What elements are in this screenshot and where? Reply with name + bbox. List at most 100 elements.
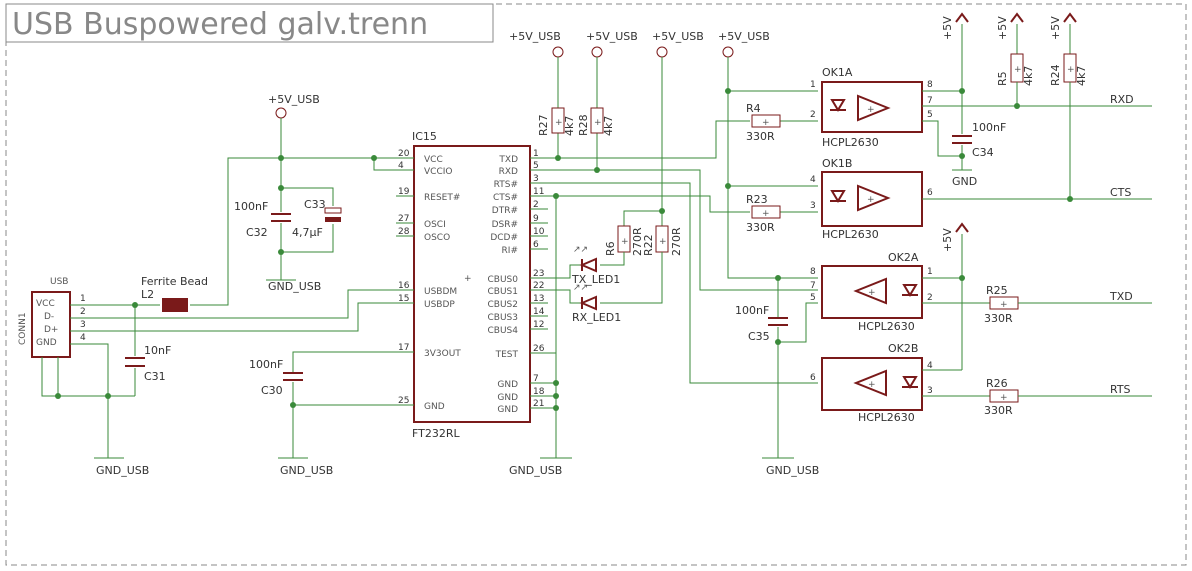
ic-pin-name: CBUS3 [488, 313, 519, 323]
sheet-title: USB Buspowered galv.trenn [12, 7, 428, 42]
ic-pin-name: CTS# [493, 193, 518, 203]
c31-ref: C31 [144, 370, 166, 383]
r28-value: 4k7 [602, 116, 615, 136]
ic-pin-name: OSCO [424, 233, 450, 243]
ic-pin-number: 11 [533, 187, 544, 197]
vusb-label-4: +5V_USB [652, 30, 704, 43]
ok2a-pin-7: 7 [810, 281, 816, 291]
gnd-label: GND [952, 175, 977, 188]
usb-pin-num-2: 2 [80, 307, 86, 317]
r27-value: 4k7 [563, 116, 576, 136]
usb-pin-dm: D- [44, 312, 54, 322]
c32-value: 100nF [234, 200, 268, 213]
led-circuit: +5V_USB + + R6 270R R22 270R ↗↗ ↗↗ TX_LE… [548, 30, 704, 324]
r23-value: 330R [746, 221, 775, 234]
ic-pin-number: 18 [533, 387, 545, 397]
ic-pin-number: 2 [533, 200, 539, 210]
signal-txd: TXD [1109, 290, 1133, 303]
ic-pin-name: DCD# [490, 233, 518, 243]
ic-pin-name: CBUS0 [488, 275, 519, 285]
ic-pin-name: GND [497, 405, 518, 415]
ok2a-part: HCPL2630 [858, 320, 915, 333]
v5-label-3: +5V [1049, 16, 1062, 40]
rx-led-arrows: ↗↗ [573, 283, 588, 293]
gnd-usb-label-2: GND_USB [268, 280, 321, 293]
vusb-label-5: +5V_USB [718, 30, 770, 43]
ic-pin-name: RXD [499, 167, 518, 177]
ic-pin-number: 4 [398, 161, 404, 171]
gnd-usb-label-1: GND_USB [96, 464, 149, 477]
r27-symbol: + [555, 118, 563, 128]
c31-value: 10nF [144, 344, 171, 357]
ok2b-pin-6: 6 [810, 373, 816, 383]
ic-pin-name: CBUS4 [488, 326, 519, 336]
ic-pin-number: 7 [533, 374, 539, 384]
ic-pin-name: OSCI [424, 220, 446, 230]
ok1b-pin-3: 3 [810, 201, 816, 211]
r26-symbol: + [1000, 393, 1008, 403]
ok1a-pin-1: 1 [810, 80, 816, 90]
ic-pin-number: 25 [398, 396, 409, 406]
ic-pin-name: CBUS1 [488, 287, 519, 297]
ic-pin-name: RESET# [424, 193, 460, 203]
ok2-output-side: +5V + R25 330R + R26 330R TXD RTS [941, 222, 1152, 417]
r23-symbol: + [762, 209, 770, 219]
ok2a-ref: OK2A [888, 251, 919, 264]
usb-pin-num-4: 4 [80, 333, 86, 343]
ok1a-plus: + [867, 105, 875, 115]
r25-ref: R25 [986, 284, 1008, 297]
ic-pin-name: RTS# [494, 180, 518, 190]
capacitor-c31: 10nF C31 [125, 344, 171, 383]
r6-symbol: + [621, 237, 629, 247]
vusb-label-2: +5V_USB [509, 30, 561, 43]
v5-label-4: +5V [941, 228, 954, 252]
r24-ref: R24 [1049, 64, 1062, 86]
ic-pin-number: 14 [533, 307, 545, 317]
usb-pin-num-3: 3 [80, 320, 86, 330]
r28-ref: R28 [577, 114, 590, 136]
signal-rxd: RXD [1110, 93, 1134, 106]
ic-pin-name: TEST [495, 350, 519, 360]
v5-label-2: +5V [996, 16, 1009, 40]
optocoupler-ok1b: OK1B HCPL2630 + 4 3 6 [810, 157, 1152, 241]
c35-ref: C35 [748, 330, 770, 343]
tx-led-arrows: ↗↗ [573, 245, 588, 255]
c34-ref: C34 [972, 146, 994, 159]
sheet-frame [5, 3, 1187, 566]
ok1a-ref: OK1A [822, 66, 853, 79]
ic-pin-name: USBDM [424, 287, 457, 297]
ic-pin-number: 1 [533, 149, 539, 159]
r26-ref: R26 [986, 377, 1008, 390]
usb-wires [41, 157, 396, 459]
ic-pin-name: RI# [502, 246, 518, 256]
r25-value: 330R [984, 312, 1013, 325]
r6-ref: R6 [604, 241, 617, 256]
c35-value: 100nF [735, 304, 769, 317]
c32-ref: C32 [246, 226, 268, 239]
ic-center-mark: + [464, 274, 472, 284]
ic-pin-number: 5 [533, 161, 539, 171]
ic-right-wiring [540, 120, 818, 459]
ok2a-pin-8: 8 [810, 267, 816, 277]
gnd-usb-label-4: GND_USB [509, 464, 562, 477]
ic-pin-name: 3V3OUT [424, 349, 461, 359]
ic-ref: IC15 [412, 130, 437, 143]
ic-pin-number: 15 [398, 294, 409, 304]
ok1b-plus: + [867, 195, 875, 205]
ok2b-plus: + [868, 380, 876, 390]
ic-pin-number: 12 [533, 320, 544, 330]
ferrite-label: Ferrite Bead [141, 275, 208, 288]
ic-pin-number: 13 [533, 294, 544, 304]
ok2b-pin-4: 4 [927, 361, 933, 371]
r23-ref: R23 [746, 193, 768, 206]
c33-value: 4,7µF [292, 226, 323, 239]
ic-pin-number: 22 [533, 281, 544, 291]
ferrite-bead: Ferrite Bead L2 [141, 275, 208, 312]
ok1a-part: HCPL2630 [822, 136, 879, 149]
ok2a-pin-5: 5 [810, 293, 816, 303]
r22-ref: R22 [642, 234, 655, 256]
r27-ref: R27 [537, 114, 550, 136]
opto-usb-supply: +5V_USB 100nF C35 [718, 30, 818, 459]
ic-pin-name: VCCIO [424, 167, 452, 177]
ic-pin-number: 17 [398, 343, 409, 353]
